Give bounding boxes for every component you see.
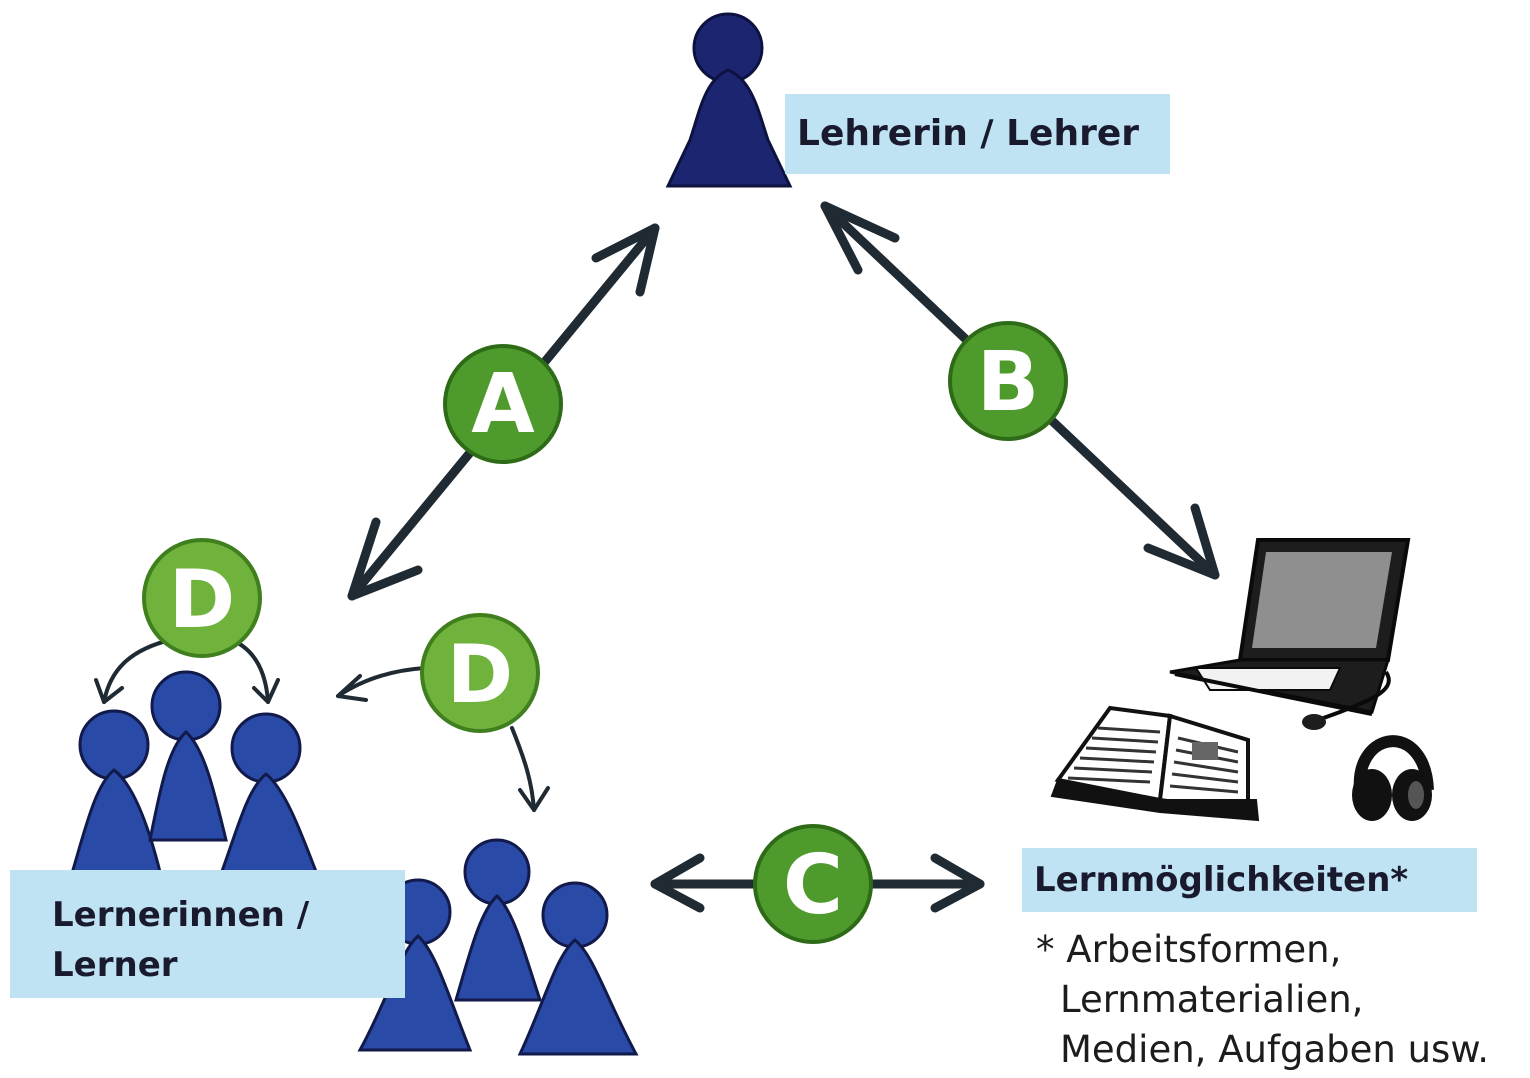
resources-label: Lernmöglichkeiten* <box>1022 848 1477 912</box>
teacher-figure <box>665 12 793 188</box>
learners-label-line1: Lernerinnen / <box>52 895 310 935</box>
learners-label-line2: Lerner <box>52 945 178 985</box>
badge-c: C <box>753 824 873 944</box>
learner-figure <box>454 838 543 1002</box>
resources-note-line3: Medien, Aufgaben usw. <box>1060 1028 1489 1071</box>
resources-note-line2: Lernmaterialien, <box>1060 978 1364 1021</box>
badge-b: B <box>948 321 1068 441</box>
badge-d-between-letter: D <box>447 628 513 721</box>
learners-label: Lernerinnen / Lerner <box>10 870 405 998</box>
headphones-icon <box>1352 735 1434 821</box>
arrows-d-between <box>336 666 550 812</box>
badge-b-letter: B <box>977 335 1040 430</box>
resources-footnote: * Arbeitsformen, Lernmaterialien, Medien… <box>1036 925 1526 1075</box>
teacher-label-text: Lehrerin / Lehrer <box>797 113 1139 154</box>
learner-figure <box>148 670 228 842</box>
badge-a: A <box>443 344 563 464</box>
badge-d-between: D <box>420 613 540 733</box>
learner-figure <box>215 712 323 884</box>
learner-figure <box>517 881 639 1056</box>
book-icon <box>1050 705 1260 822</box>
badge-c-letter: C <box>783 838 843 933</box>
badge-d-group: D <box>142 538 262 658</box>
laptop-icon <box>1169 538 1411 730</box>
learner-figure <box>67 709 164 882</box>
learner-group-left <box>67 670 323 884</box>
resources-label-text: Lernmöglichkeiten* <box>1034 860 1409 900</box>
teacher-label: Lehrerin / Lehrer <box>785 94 1170 174</box>
badge-a-letter: A <box>471 357 535 452</box>
badge-d-group-letter: D <box>169 553 235 646</box>
resources-note-line1: * Arbeitsformen, <box>1036 928 1342 971</box>
